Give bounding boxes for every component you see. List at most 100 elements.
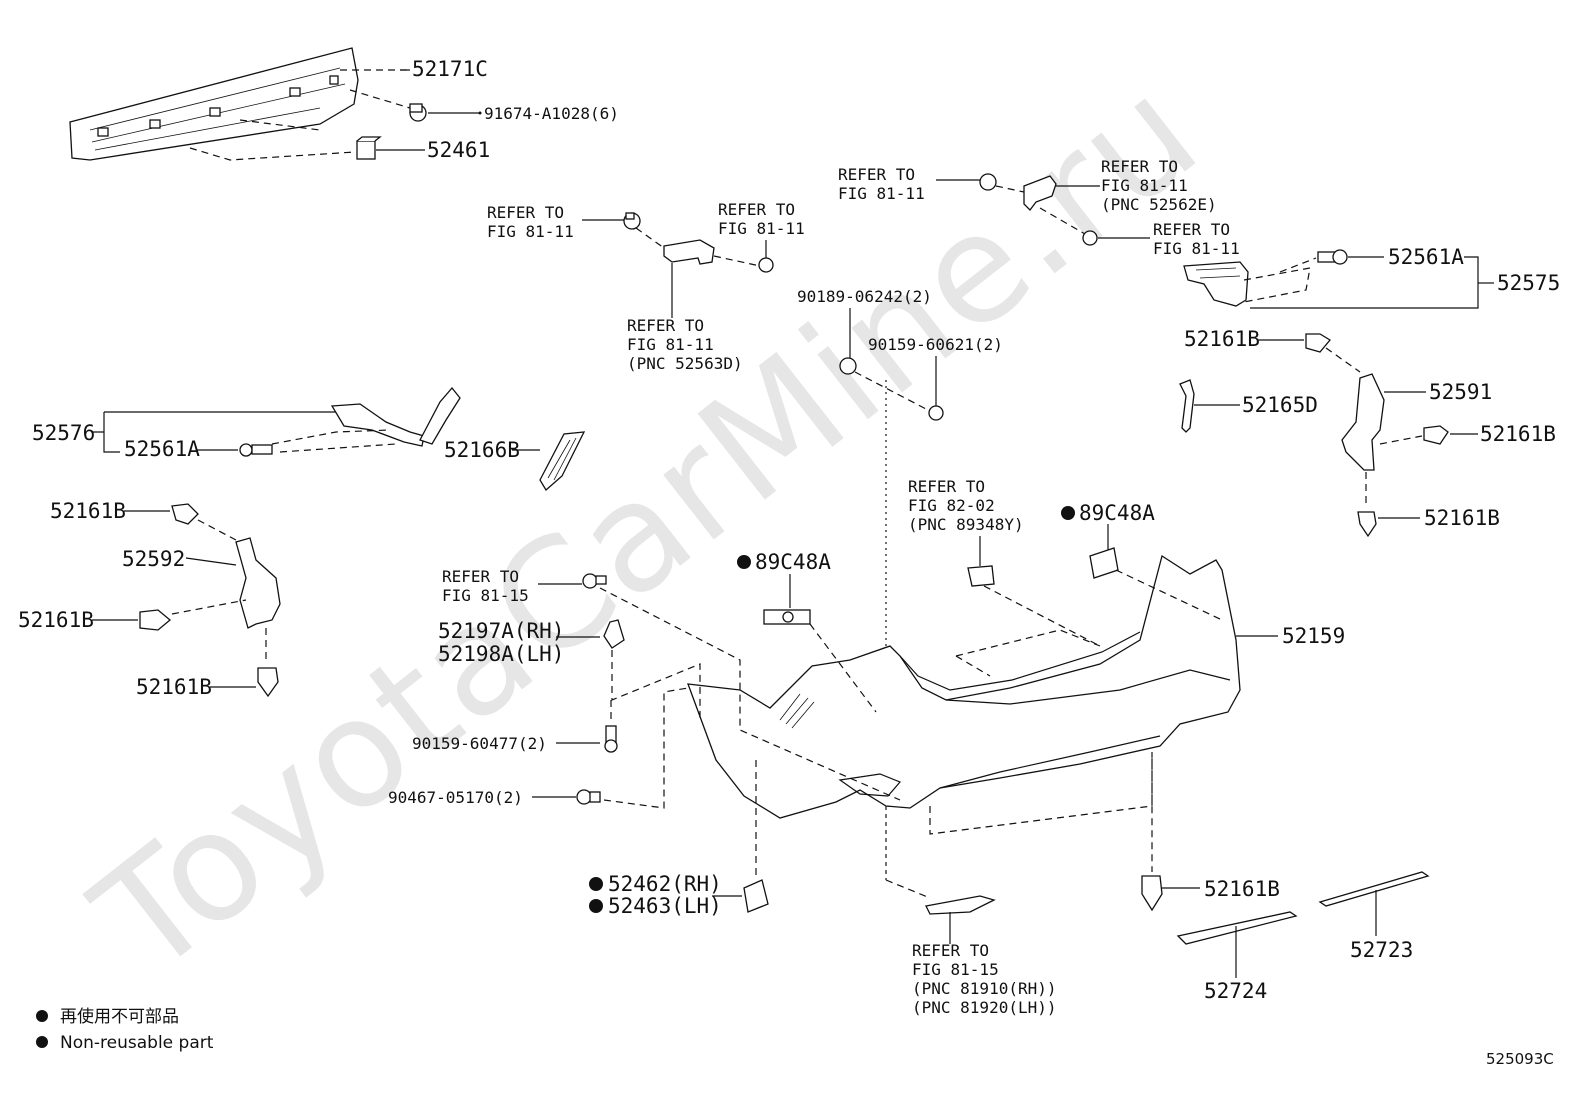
label-52197A: 52197A(RH) xyxy=(438,619,564,643)
label-ref-g3: (PNC 89348Y) xyxy=(908,515,1024,534)
pin-52561A-left-part[interactable] xyxy=(239,443,273,457)
label-ref-c3: (PNC 52563D) xyxy=(627,354,743,373)
label-ref-d1: REFER TO xyxy=(838,165,915,184)
label-90189: 90189-06242(2) xyxy=(797,287,932,306)
clip-52161B-e-part[interactable] xyxy=(139,609,172,631)
label-ref-h1: REFER TO xyxy=(442,567,519,586)
label-ref-b1: REFER TO xyxy=(718,200,795,219)
label-52161B-a: 52161B xyxy=(1184,327,1260,351)
reflector-part[interactable] xyxy=(925,895,996,915)
label-52561A-right: 52561A xyxy=(1388,245,1464,269)
label-91674: 91674-A1028(6) xyxy=(484,104,619,123)
retainer-52461-part[interactable] xyxy=(356,136,382,160)
label-ref-h2: FIG 81-15 xyxy=(442,586,529,605)
bolt-91674-part[interactable] xyxy=(409,103,427,122)
non-reusable-marker-89C48A-left xyxy=(737,555,751,569)
label-ref-e1: REFER TO xyxy=(1101,157,1178,176)
label-52463: 52463(LH) xyxy=(608,894,722,918)
label-52575: 52575 xyxy=(1497,271,1560,295)
label-ref-c1: REFER TO xyxy=(627,316,704,335)
pin-52561A-right-part[interactable] xyxy=(1317,249,1348,265)
clip-90467-part[interactable] xyxy=(576,789,601,805)
bracket-89348Y-part[interactable] xyxy=(967,565,995,587)
bracket-52563D-part[interactable] xyxy=(663,239,715,265)
clip-52161B-f-part[interactable] xyxy=(257,667,279,698)
watermark-text: ToyotaCarMine.ru xyxy=(64,45,1230,1009)
legend-text-en: Non-reusable part xyxy=(60,1033,214,1053)
label-52161B-d: 52161B xyxy=(50,499,126,523)
label-90467: 90467-05170(2) xyxy=(388,788,523,807)
label-52723: 52723 xyxy=(1350,938,1413,962)
label-52461: 52461 xyxy=(427,138,490,162)
bumper-reinforcement-part[interactable] xyxy=(69,47,359,161)
label-ref-i3: (PNC 81910(RH)) xyxy=(912,979,1057,998)
label-89C48A-left: 89C48A xyxy=(755,550,831,574)
label-52161B-c: 52161B xyxy=(1424,506,1500,530)
label-ref-g1: REFER TO xyxy=(908,477,985,496)
label-52198A: 52198A(LH) xyxy=(438,642,564,666)
bracket-assembly-52575-part[interactable] xyxy=(1183,261,1249,307)
clip-52161B-b-part[interactable] xyxy=(1423,425,1449,445)
label-ref-g2: FIG 82-02 xyxy=(908,496,995,515)
label-52161B-e: 52161B xyxy=(18,608,94,632)
bracket-52562E-part[interactable] xyxy=(1023,175,1057,211)
label-52591: 52591 xyxy=(1429,380,1492,404)
bolt-90159-60477-part[interactable] xyxy=(604,725,618,753)
screw-part-b[interactable] xyxy=(758,257,774,273)
bracket-assembly-52576-part[interactable] xyxy=(330,386,461,447)
label-89C48A-right: 89C48A xyxy=(1079,501,1155,525)
screw-81-15-part[interactable] xyxy=(582,573,607,589)
label-52161B-b: 52161B xyxy=(1480,422,1556,446)
label-90159-60477: 90159-60477(2) xyxy=(412,734,547,753)
clip-part-a[interactable] xyxy=(623,212,641,230)
label-52462: 52462(RH) xyxy=(608,872,722,896)
label-ref-f1: REFER TO xyxy=(1153,220,1230,239)
label-ref-b2: FIG 81-11 xyxy=(718,219,805,238)
label-52592: 52592 xyxy=(122,547,185,571)
non-reusable-marker-89C48A-right xyxy=(1061,506,1075,520)
tow-hook-cover-part[interactable] xyxy=(743,879,769,913)
label-52165D: 52165D xyxy=(1242,393,1318,417)
label-52576: 52576 xyxy=(32,421,95,445)
legend-dot-1 xyxy=(36,1010,48,1022)
moulding-52723-part[interactable] xyxy=(1318,871,1430,907)
bracket-52197A-part[interactable] xyxy=(603,619,625,649)
spacer-52166B-part[interactable] xyxy=(539,431,586,492)
label-52171C: 52171C xyxy=(412,57,488,81)
label-90159-60621: 90159-60621(2) xyxy=(868,335,1003,354)
label-ref-c2: FIG 81-11 xyxy=(627,335,714,354)
bracket-52592-part[interactable] xyxy=(235,537,281,629)
label-ref-d2: FIG 81-11 xyxy=(838,184,925,203)
clip-52161B-d-part[interactable] xyxy=(171,503,199,525)
spacer-52165D-part[interactable] xyxy=(1179,379,1195,433)
label-ref-a1: REFER TO xyxy=(487,203,564,222)
label-52161B-f: 52161B xyxy=(136,675,212,699)
diagram-code: 525093C xyxy=(1486,1050,1554,1068)
clip-52161B-g-part[interactable] xyxy=(1141,875,1163,912)
clip-part-d[interactable] xyxy=(979,173,997,191)
legend-dot-2 xyxy=(36,1036,48,1048)
label-ref-i2: FIG 81-15 xyxy=(912,960,999,979)
bumper-cover-52159-part[interactable] xyxy=(687,554,1241,819)
legend-text-jp: 再使用不可部品 xyxy=(60,1006,179,1027)
clip-52161B-a-part[interactable] xyxy=(1305,333,1331,353)
non-reusable-marker-52463 xyxy=(589,899,603,913)
screw-part-f[interactable] xyxy=(1082,230,1098,246)
bracket-52591-part[interactable] xyxy=(1341,373,1385,471)
label-ref-i4: (PNC 81920(LH)) xyxy=(912,998,1057,1017)
label-ref-a2: FIG 81-11 xyxy=(487,222,574,241)
nut-90189-part[interactable] xyxy=(839,357,857,375)
label-52159: 52159 xyxy=(1282,624,1345,648)
label-52161B-g: 52161B xyxy=(1204,877,1280,901)
label-ref-e3: (PNC 52562E) xyxy=(1101,195,1217,214)
sensor-retainer-89C48A-left-part[interactable] xyxy=(763,609,811,625)
moulding-52724-part[interactable] xyxy=(1176,911,1298,945)
label-ref-f2: FIG 81-11 xyxy=(1153,239,1240,258)
bolt-90159-60621-part[interactable] xyxy=(928,405,944,421)
label-52561A-left: 52561A xyxy=(124,437,200,461)
label-ref-i1: REFER TO xyxy=(912,941,989,960)
sensor-retainer-89C48A-right-part[interactable] xyxy=(1089,547,1119,579)
clip-52161B-c-part[interactable] xyxy=(1357,511,1377,538)
